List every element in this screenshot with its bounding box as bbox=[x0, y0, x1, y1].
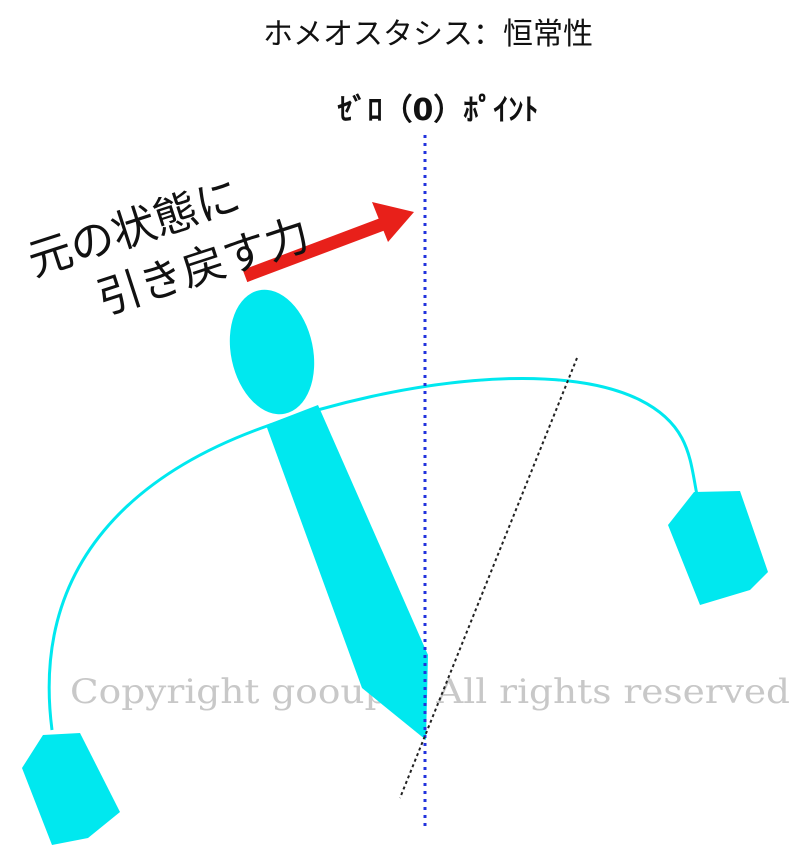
right-weight bbox=[668, 491, 768, 605]
copyright-watermark: Copyright gooup g All rights reserved bbox=[70, 672, 790, 712]
balance-arc bbox=[47, 377, 699, 731]
tilt-axis-line bbox=[399, 357, 578, 799]
figure-head bbox=[229, 289, 315, 415]
restoring-force-arrow bbox=[242, 202, 414, 283]
left-weight bbox=[22, 733, 120, 845]
diagram-title: ホメオスタシス：恒常性 bbox=[263, 17, 593, 52]
figure-body bbox=[266, 405, 428, 740]
zero-point-label: ｾﾞﾛ（0）ﾎﾟｲﾝﾄ bbox=[337, 93, 539, 128]
